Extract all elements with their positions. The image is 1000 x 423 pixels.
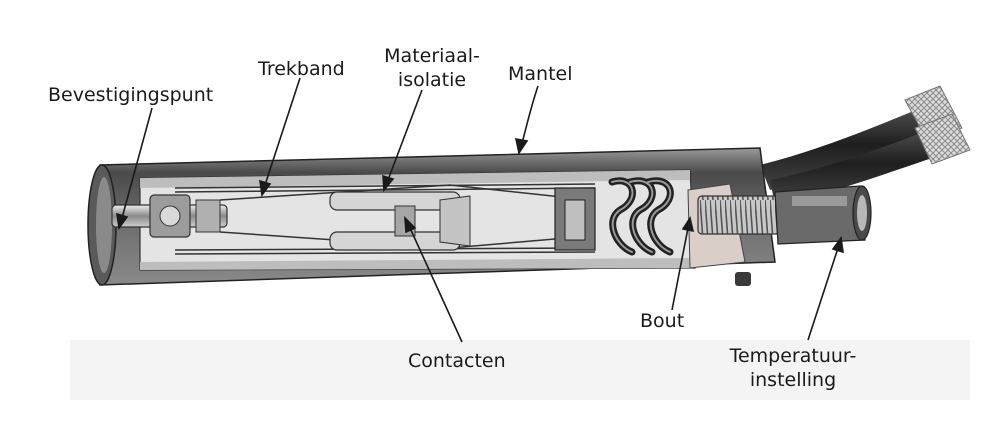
temperature-adjuster (774, 185, 872, 245)
contact-assembly (329, 191, 471, 251)
label-materiaal-line2: isolatie (397, 69, 467, 91)
power-cables (760, 85, 971, 205)
label-mantel: Mantel (508, 63, 573, 85)
fixing-point-assembly (111, 194, 228, 238)
label-trekband: Trekband (258, 58, 345, 80)
label-materiaal-isolatie: Materiaal- isolatie (382, 44, 482, 92)
background-shadow (70, 340, 970, 400)
label-bout: Bout (640, 310, 685, 332)
coil-spring (608, 177, 674, 256)
inner-block (554, 187, 596, 251)
label-materiaal-line1: Materiaal- (384, 45, 480, 67)
label-contacten: Contacten (408, 350, 506, 372)
label-temperatuur-instelling: Temperatuur- instelling (718, 344, 868, 392)
label-temperatuur-line1: Temperatuur- (729, 345, 857, 367)
leader-lines (116, 77, 844, 343)
label-bevestigingspunt: Bevestigingspunt (48, 84, 214, 106)
label-temperatuur-line2: instelling (749, 369, 837, 391)
bolt (687, 183, 781, 269)
